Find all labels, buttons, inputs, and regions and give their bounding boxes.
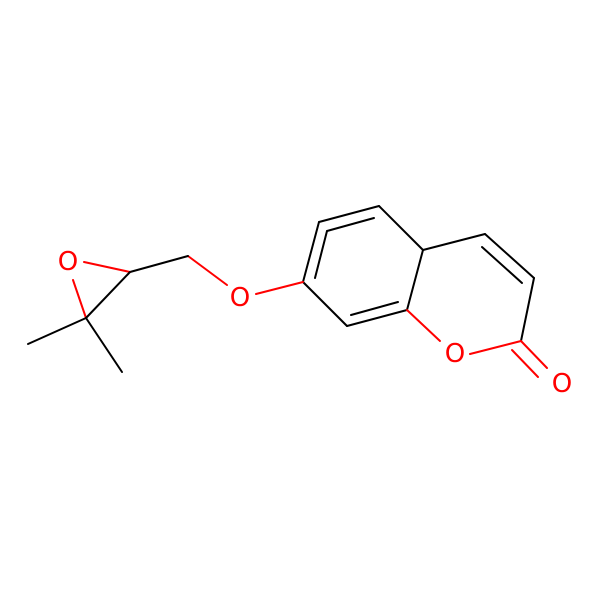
bond-c4a-c4 <box>422 233 486 251</box>
bond-c6-c5 <box>318 205 380 223</box>
bond-o-c-quaternary <box>72 279 87 319</box>
bond-methyl-right <box>85 317 123 373</box>
atom-label-o-epoxide: O <box>58 247 78 277</box>
bond-c7-o-ether <box>255 281 304 295</box>
benzene-ring <box>302 205 424 327</box>
bond-c8a-c8 <box>346 309 408 327</box>
bond-c-epoxide-c-quaternary <box>85 271 131 319</box>
atom-label-o-carbonyl: O <box>552 369 572 399</box>
bond-c-epoxide-o <box>83 261 131 273</box>
bond-c4-c3-inner <box>481 246 523 284</box>
atom-label-o-ring: O <box>445 339 465 369</box>
epoxide-ring <box>27 261 131 373</box>
bond-c2-o-carbonyl-double <box>511 349 539 378</box>
bond-c8a-c8-inner <box>350 301 399 316</box>
bond-c2-o-carbonyl <box>520 340 548 369</box>
bond-methyl-left <box>27 317 87 345</box>
bond-o-ether-ch2 <box>187 255 228 286</box>
bond-c2-o1 <box>469 340 522 355</box>
atom-labels: O O O O <box>58 247 572 399</box>
side-chain <box>129 255 304 295</box>
bond-ch2-c-epoxide <box>129 255 189 273</box>
bond-c8-c7 <box>302 281 348 327</box>
bond-c4a-c8a <box>406 249 424 311</box>
pyranone-ring <box>406 233 548 378</box>
bond-c5-c4a <box>378 205 424 251</box>
bond-c4-c3 <box>484 233 535 279</box>
bond-c7-c6 <box>302 221 320 283</box>
bond-c7-c6-inner <box>314 230 328 279</box>
bond-c6-c5-inner <box>326 217 375 232</box>
atom-label-o-ether: O <box>230 283 250 313</box>
bond-c3-c2 <box>520 277 535 342</box>
bond-o1-c8a <box>406 309 441 342</box>
